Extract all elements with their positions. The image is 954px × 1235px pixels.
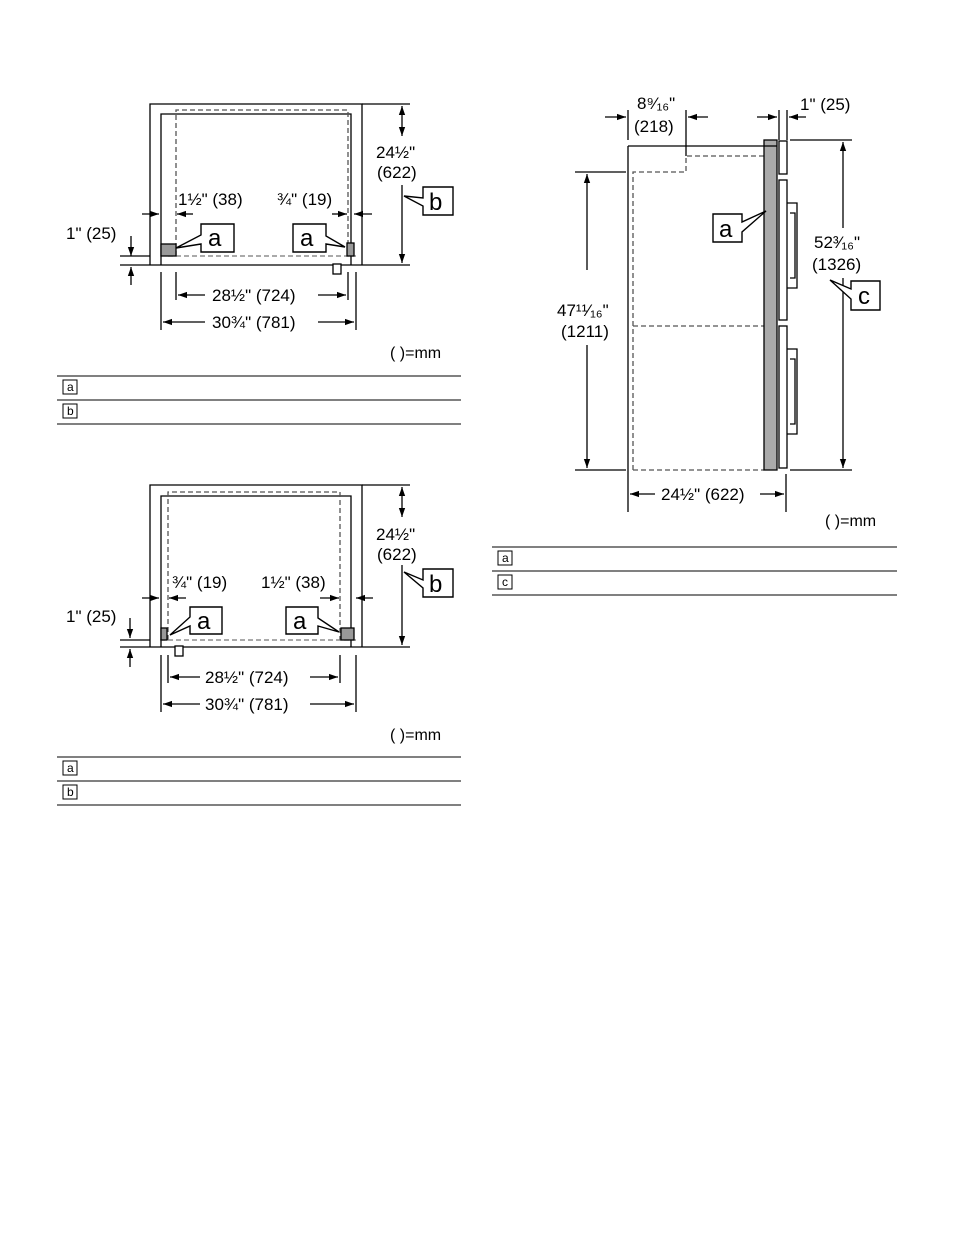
svg-text:b: b	[429, 189, 442, 216]
spacer-block-right	[340, 627, 355, 641]
total-height-label: 52³⁄₁₆"	[814, 233, 860, 252]
right-gap-label: 1½" (38)	[261, 573, 326, 592]
callout-a-right: a	[285, 606, 340, 635]
callout-c: c	[829, 279, 881, 311]
handle-upper	[787, 202, 798, 289]
height-label: 24½"	[376, 525, 415, 544]
legend-key-b: b	[67, 785, 74, 799]
appliance-dashed-outline	[632, 155, 764, 470]
spacer-block-left	[160, 627, 168, 641]
unit-note: ( )=mm	[390, 727, 441, 744]
callout-a-right: a	[292, 223, 346, 253]
handle-nub	[332, 263, 342, 275]
svg-text:c: c	[858, 283, 870, 310]
cabinet-inner-wall	[160, 495, 352, 647]
inner-height-label: 47¹¹⁄₁₆"	[557, 301, 609, 320]
left-gap-label: ¾" (19)	[172, 573, 227, 592]
legend-key-a: a	[502, 551, 509, 565]
appliance-dashed-outline	[175, 109, 349, 256]
diagram-3-side-view	[575, 110, 852, 512]
unit-note: ( )=mm	[825, 513, 876, 530]
trim-panel	[763, 139, 778, 471]
height-mm-label: (622)	[377, 545, 417, 564]
door-lower	[778, 325, 788, 469]
left-gap-label: 1½" (38)	[178, 190, 243, 209]
door-top-strip	[778, 140, 788, 175]
unit-note: ( )=mm	[390, 345, 441, 362]
diagram-2-legend: a b	[57, 756, 461, 806]
side-offset-label: 1" (25)	[66, 607, 116, 626]
callout-a: a	[712, 210, 767, 243]
handle-lower	[787, 348, 798, 435]
callout-b: b	[403, 186, 454, 216]
inner-width-label: 28½" (724)	[205, 668, 289, 687]
legend-key-a: a	[67, 761, 74, 775]
diagram-1-legend: a b	[57, 375, 461, 425]
spacer-block-left	[160, 243, 177, 257]
legend-key-b: b	[67, 404, 74, 418]
cabinet-outline	[149, 103, 363, 265]
height-label: 24½"	[376, 143, 415, 162]
diagram-2-labels: 24½" (622) ¾" (19) 1½" (38) 1" (25) 28½"…	[66, 525, 441, 744]
callout-a-left: a	[175, 223, 235, 253]
svg-text:a: a	[197, 608, 211, 635]
depth-label: 24½" (622)	[661, 485, 745, 504]
diagram-1-plan-view	[120, 103, 410, 330]
svg-text:a: a	[208, 225, 222, 252]
svg-text:a: a	[293, 608, 307, 635]
top-depth-label: 8⁹⁄₁₆"	[637, 94, 675, 113]
inner-height-mm-label: (1211)	[561, 322, 609, 341]
door-upper	[778, 179, 788, 321]
diagram-3-legend: a c	[492, 546, 897, 596]
svg-text:a: a	[300, 225, 314, 252]
total-height-mm-label: (1326)	[812, 255, 861, 274]
cabinet-inner-wall	[160, 113, 352, 265]
callout-a-left: a	[169, 606, 223, 636]
appliance-dashed-outline	[167, 491, 341, 640]
diagram-2-plan-view	[120, 484, 410, 712]
side-offset-label: 1" (25)	[66, 224, 116, 243]
handle-nub	[174, 645, 184, 657]
svg-text:b: b	[429, 571, 442, 598]
callout-b: b	[403, 568, 454, 598]
diagram-1-labels: 24½" (622) 1½" (38) ¾" (19) 1" (25) 28½"…	[66, 143, 441, 362]
legend-key-a: a	[67, 380, 74, 394]
outer-width-label: 30¾" (781)	[205, 695, 289, 714]
height-mm-label: (622)	[377, 163, 417, 182]
spacer-block-right	[346, 242, 355, 257]
door-thickness-label: 1" (25)	[800, 95, 850, 114]
legend-key-c: c	[502, 575, 508, 589]
outer-width-label: 30¾" (781)	[212, 313, 296, 332]
top-depth-mm-label: (218)	[634, 117, 674, 136]
right-gap-label: ¾" (19)	[277, 190, 332, 209]
cabinet-outline	[149, 484, 363, 647]
diagram-3-labels: 8⁹⁄₁₆" (218) 1" (25) 52³⁄₁₆" (1326) 47¹¹…	[557, 94, 876, 530]
svg-text:a: a	[719, 216, 733, 243]
inner-width-label: 28½" (724)	[212, 286, 296, 305]
